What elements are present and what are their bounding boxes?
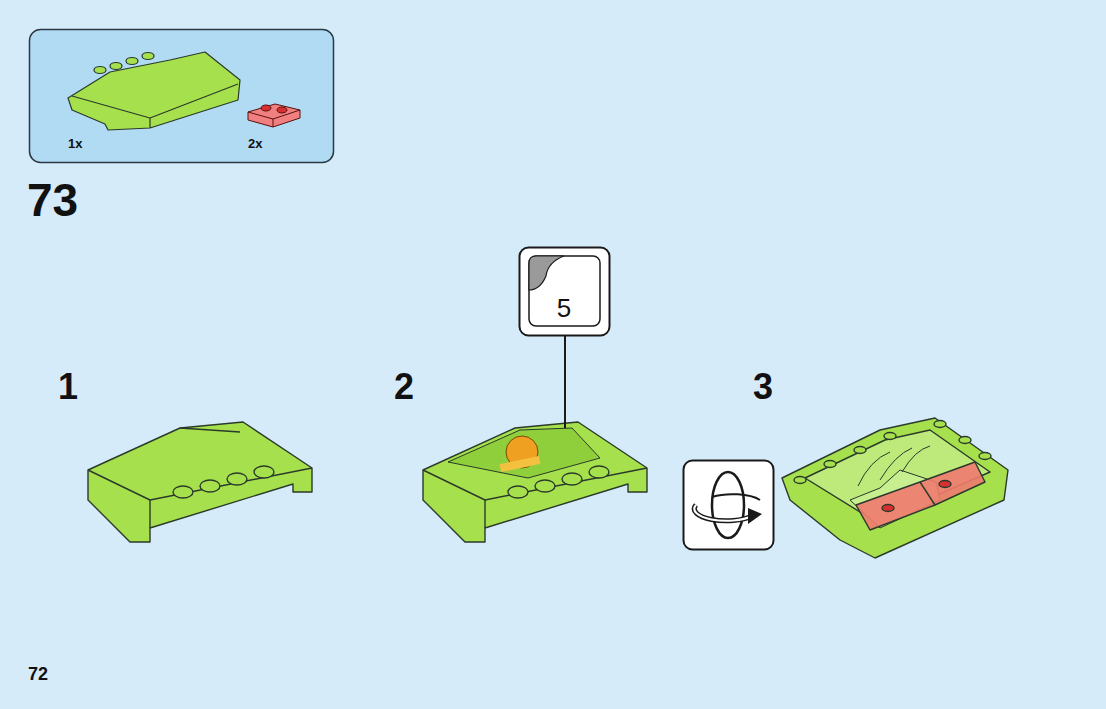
- parts-panel: [30, 30, 334, 163]
- page-curl: [529, 256, 564, 290]
- substep-number: 1: [58, 369, 78, 405]
- sticker-sheet: [529, 256, 600, 326]
- step-number: 73: [27, 177, 78, 223]
- sticker-number: 5: [557, 295, 571, 321]
- wedge-step1: [88, 422, 312, 542]
- parts-panel: 1x 2x: [29, 29, 334, 163]
- red-plate-part: [248, 104, 300, 127]
- part-quantity: 1x: [68, 137, 82, 150]
- page-number: 72: [28, 665, 48, 683]
- sticker-callout: 5: [519, 247, 609, 335]
- wedge-step2: [423, 422, 647, 542]
- wedge-step3: [782, 418, 1008, 558]
- substep-number: 2: [394, 369, 414, 405]
- leader-line: [564, 335, 566, 428]
- substep-number: 3: [753, 369, 773, 405]
- part-quantity: 2x: [248, 137, 262, 150]
- sticker-callout: [520, 248, 610, 336]
- rotate-icon: [684, 461, 774, 550]
- wedge-part: [68, 52, 240, 130]
